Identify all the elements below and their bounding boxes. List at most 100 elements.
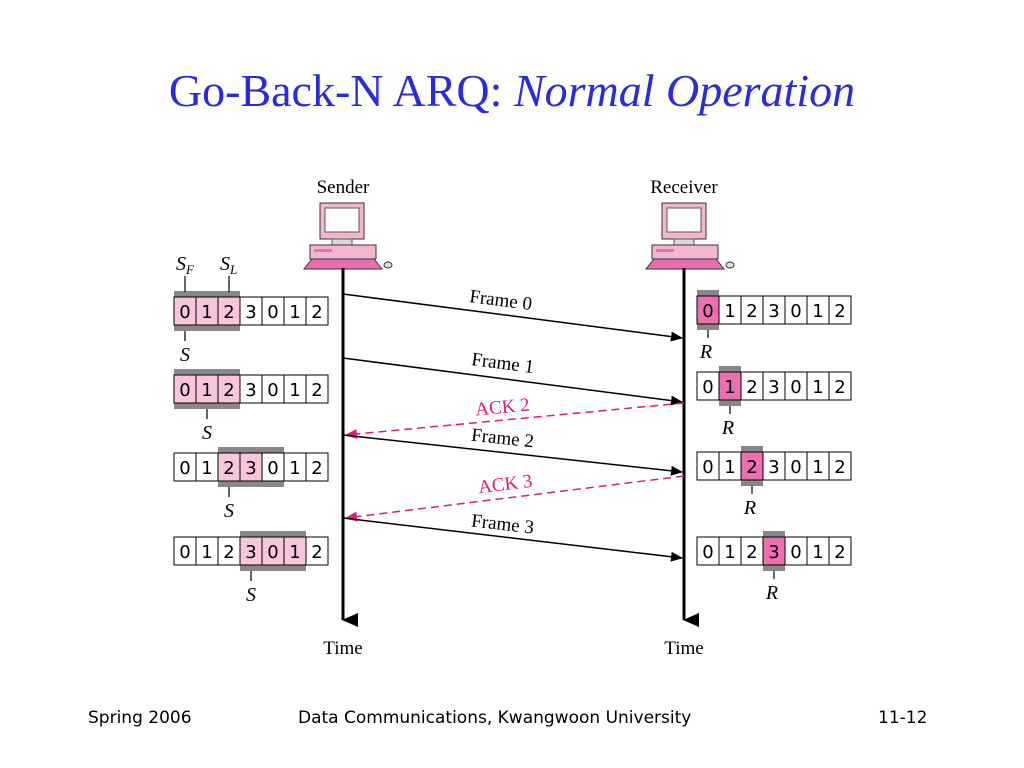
ack-3-arrow (345, 475, 685, 522)
sequence-number: 0 (267, 458, 278, 479)
sequence-number: 0 (179, 380, 190, 401)
sequence-cell (828, 295, 852, 325)
pointer-label: R (743, 497, 756, 519)
receiver-label: Receiver (650, 177, 718, 198)
sequence-number: 2 (223, 458, 234, 479)
ack-3-label: ACK 3 (477, 471, 534, 499)
sequence-number: 0 (702, 542, 713, 563)
receiver-computer-icon (644, 202, 735, 270)
pointer-label: S (224, 500, 234, 522)
sequence-number: 1 (289, 380, 300, 401)
sequence-number: 2 (746, 457, 757, 478)
sequence-number: 3 (245, 380, 256, 401)
sequence-cell (828, 371, 852, 401)
sequence-number: 3 (245, 542, 256, 563)
sequence-number: 0 (267, 302, 278, 323)
pointer-label: S (180, 344, 190, 366)
sequence-number: 0 (790, 542, 801, 563)
sequence-number: 2 (746, 542, 757, 563)
sequence-number: 1 (289, 458, 300, 479)
ack-2-arrow (345, 402, 685, 439)
pointer-label: S (246, 584, 256, 606)
sequence-number: 2 (311, 458, 322, 479)
sequence-number: 2 (223, 380, 234, 401)
sequence-number: 1 (812, 301, 823, 322)
sequence-number: 1 (201, 302, 212, 323)
ack-2-label: ACK 2 (474, 395, 530, 421)
sequence-cell (305, 296, 329, 326)
sequence-number: 3 (768, 457, 779, 478)
frame-2-label: Frame 2 (470, 425, 535, 453)
sequence-number: 0 (179, 458, 190, 479)
sequence-number: 2 (311, 302, 322, 323)
sequence-number: 0 (179, 302, 190, 323)
page-title: Go-Back-N ARQ: Normal Operation (0, 64, 1024, 117)
sender-time-label: Time (323, 638, 362, 659)
sequence-number: 0 (702, 457, 713, 478)
footer-left: Spring 2006 (88, 708, 192, 728)
sequence-number: 0 (790, 377, 801, 398)
sequence-number: 1 (289, 542, 300, 563)
sequence-cell (305, 374, 329, 404)
sequence-cell (305, 452, 329, 482)
sequence-number: 2 (834, 301, 845, 322)
sequence-number: 2 (746, 377, 757, 398)
sender-computer-icon (302, 202, 393, 270)
sequence-number: 0 (267, 380, 278, 401)
frame-0-label: Frame 0 (468, 286, 533, 315)
pointer-label: R (699, 341, 712, 363)
sequence-cell (828, 451, 852, 481)
pointer-label: R (765, 582, 778, 604)
sequence-number: 2 (223, 302, 234, 323)
sequence-number: 1 (724, 301, 735, 322)
sequence-number: 0 (179, 542, 190, 563)
sequence-number: 3 (245, 302, 256, 323)
pointer-label: S (202, 422, 212, 444)
frame-1-arrow (342, 357, 683, 406)
sequence-number: 1 (724, 457, 735, 478)
sequence-number: 3 (245, 458, 256, 479)
sequence-number: 1 (289, 302, 300, 323)
sequence-number: 3 (768, 542, 779, 563)
sequence-number: 1 (812, 377, 823, 398)
sequence-number: 2 (834, 457, 845, 478)
sequence-number: 1 (724, 542, 735, 563)
sender-label: Sender (317, 177, 370, 198)
sequence-number: 0 (790, 457, 801, 478)
sequence-number: 2 (311, 542, 322, 563)
sequence-number: 1 (812, 542, 823, 563)
sequence-number: 2 (311, 380, 322, 401)
sequence-number: 2 (223, 542, 234, 563)
frame-0-arrow (342, 293, 683, 342)
frame-1-label: Frame 1 (470, 349, 535, 378)
sequence-number: 1 (201, 380, 212, 401)
sequence-number: 0 (702, 301, 713, 322)
sequence-cell (828, 536, 852, 566)
sender-last-pointer-label: SL (220, 253, 237, 277)
sequence-number: 1 (812, 457, 823, 478)
footer-right: 11-12 (878, 708, 928, 728)
sequence-number: 1 (724, 377, 735, 398)
sequence-number: 2 (746, 301, 757, 322)
sequence-number: 0 (790, 301, 801, 322)
sequence-number: 0 (267, 542, 278, 563)
pointer-label: R (721, 417, 734, 439)
sequence-number: 3 (768, 301, 779, 322)
title-subtitle: Normal Operation (513, 65, 856, 116)
receiver-time-label: Time (664, 638, 703, 659)
sequence-number: 0 (702, 377, 713, 398)
sender-first-pointer-label: SF (176, 253, 195, 277)
footer-center: Data Communications, Kwangwoon Universit… (298, 708, 692, 728)
sequence-number: 1 (201, 458, 212, 479)
